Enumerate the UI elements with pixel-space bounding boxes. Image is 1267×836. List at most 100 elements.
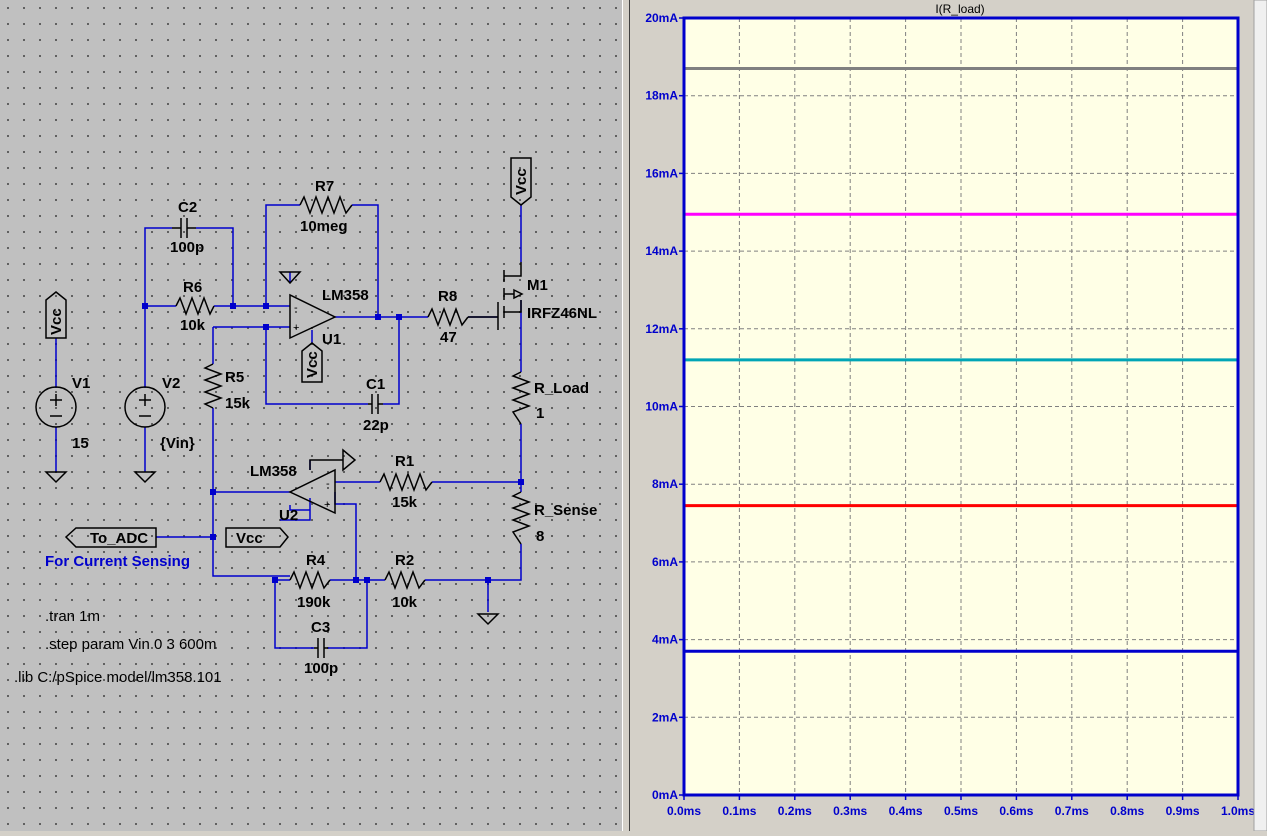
u1-model: LM358 [322, 287, 369, 304]
directive-lib[interactable]: .lib C:/pSpice model/lm358.101 [14, 669, 222, 686]
r8-value: 47 [440, 329, 457, 346]
voltage-source-v1[interactable]: V1 15 [35, 375, 90, 484]
r4-value: 190k [297, 594, 331, 611]
r2-value: 10k [392, 594, 418, 611]
u1-name: U1 [322, 331, 341, 348]
svg-text:+: + [324, 499, 330, 511]
voltage-source-v2[interactable]: V2 {Vin} [124, 375, 195, 484]
resistor-r4[interactable]: R4 190k [289, 552, 331, 611]
x-tick-label: 0.5ms [944, 804, 978, 818]
svg-text:Vcc: Vcc [513, 168, 530, 195]
r5-name: R5 [225, 369, 244, 386]
y-tick-label: 16mA [645, 166, 678, 180]
svg-text:Vcc: Vcc [236, 530, 263, 547]
directive-tran[interactable]: .tran 1m [45, 608, 100, 625]
r6-name: R6 [183, 279, 202, 296]
plot-scrollbar[interactable] [1253, 0, 1267, 832]
x-tick-label: 0.4ms [889, 804, 923, 818]
y-tick-label: 18mA [645, 89, 678, 103]
r-load-value: 1 [536, 405, 544, 422]
u2-model: LM358 [250, 463, 297, 480]
r7-value: 10meg [300, 218, 348, 235]
u2-name: U2 [279, 507, 298, 524]
junctions [142, 303, 524, 583]
resistor-r-load[interactable]: R_Load 1 [510, 371, 589, 425]
c2-name: C2 [178, 199, 197, 216]
y-tick-label: 2mA [652, 710, 678, 724]
y-tick-label: 20mA [645, 11, 678, 25]
resistor-r2[interactable]: R2 10k [384, 552, 426, 611]
resistor-r6[interactable]: R6 10k [175, 279, 215, 334]
y-tick-label: 6mA [652, 555, 678, 569]
x-tick-label: 0.7ms [1055, 804, 1089, 818]
c2-value: 100p [170, 239, 204, 256]
plot-title[interactable]: I(R_load) [935, 2, 984, 16]
pane-splitter[interactable] [622, 0, 630, 831]
v1-name: V1 [72, 375, 90, 392]
y-tick-label: 14mA [645, 244, 678, 258]
x-tick-label: 0.2ms [778, 804, 812, 818]
svg-text:+: + [293, 322, 299, 334]
x-tick-label: 0.1ms [722, 804, 756, 818]
y-tick-label: 10mA [645, 400, 678, 414]
r-load-name: R_Load [534, 380, 589, 397]
x-tick-label: 1.0ms [1221, 804, 1255, 818]
x-tick-label: 0.6ms [999, 804, 1033, 818]
schematic-canvas[interactable]: C2 100p R6 10k R7 10meg - + LM358 U1 Vcc… [0, 0, 622, 831]
ground-symbol [476, 613, 500, 626]
directive-step[interactable]: .step param Vin 0 3 600m [45, 636, 217, 653]
waveform-viewer[interactable]: I(R_load) 0.0ms 0.1ms 0.2ms 0.3ms 0.4ms 0.5ms… [630, 0, 1267, 832]
capacitor-c2[interactable]: C2 100p [170, 199, 204, 256]
c3-value: 100p [304, 660, 338, 677]
svg-text:Vcc: Vcc [304, 351, 321, 378]
y-tick-label: 0mA [652, 788, 678, 802]
schematic-editor[interactable]: C2 100p R6 10k R7 10meg - + LM358 U1 Vcc… [0, 0, 623, 831]
r1-value: 15k [392, 494, 418, 511]
mosfet-m1[interactable]: M1 IRFZ46NL [468, 262, 597, 330]
r-sense-name: R_Sense [534, 502, 597, 519]
r7-name: R7 [315, 178, 334, 195]
capacitor-c1[interactable]: C1 22p [363, 376, 389, 434]
v1-value: 15 [72, 435, 89, 452]
resistor-r-sense[interactable]: R_Sense 8 [510, 491, 597, 545]
c3-name: C3 [311, 619, 330, 636]
net-label-vcc-v1[interactable]: Vcc [45, 291, 67, 339]
opamp-u2[interactable]: - + LM358 U2 [250, 448, 357, 524]
comment-text[interactable]: For Current Sensing [45, 553, 190, 570]
r2-name: R2 [395, 552, 414, 569]
resistor-r5[interactable]: R5 15k [202, 363, 251, 412]
v2-name: V2 [162, 375, 180, 392]
r6-value: 10k [180, 317, 206, 334]
opamp-u1[interactable]: - + LM358 U1 [278, 271, 369, 348]
net-label-to-adc[interactable]: To_ADC [64, 527, 157, 548]
x-tick-label: 0.0ms [667, 804, 701, 818]
c1-value: 22p [363, 417, 389, 434]
svg-text:Vcc: Vcc [48, 308, 65, 335]
net-label-vcc-u2[interactable]: Vcc [225, 527, 289, 548]
wires [55, 204, 522, 649]
plot-canvas[interactable]: I(R_load) 0.0ms 0.1ms 0.2ms 0.3ms 0.4ms 0.5ms… [630, 0, 1267, 832]
grid [684, 18, 1238, 795]
capacitor-c3[interactable]: C3 100p [304, 619, 338, 677]
x-tick-label: 0.3ms [833, 804, 867, 818]
net-label-vcc-m1[interactable]: Vcc [510, 157, 532, 206]
net-label-vcc-u1[interactable]: Vcc [301, 342, 323, 383]
resistor-r7[interactable]: R7 10meg [299, 178, 353, 235]
r-sense-value: 8 [536, 528, 544, 545]
x-tick-label: 0.9ms [1166, 804, 1200, 818]
m1-model: IRFZ46NL [527, 305, 597, 322]
y-tick-label: 8mA [652, 477, 678, 491]
r5-value: 15k [225, 395, 251, 412]
x-tick-label: 0.8ms [1110, 804, 1144, 818]
svg-text:-: - [326, 478, 330, 490]
r1-name: R1 [395, 453, 414, 470]
resistor-r1[interactable]: R1 15k [379, 453, 433, 511]
r4-name: R4 [306, 552, 326, 569]
v2-value: {Vin} [160, 435, 195, 452]
y-tick-label: 4mA [652, 633, 678, 647]
x-axis[interactable]: 0.0ms 0.1ms 0.2ms 0.3ms 0.4ms 0.5ms 0.6ms 0.7ms… [667, 795, 1255, 818]
resistor-r8[interactable]: R8 47 [427, 288, 469, 346]
svg-text:To_ADC: To_ADC [90, 530, 148, 547]
svg-text:-: - [294, 302, 298, 314]
